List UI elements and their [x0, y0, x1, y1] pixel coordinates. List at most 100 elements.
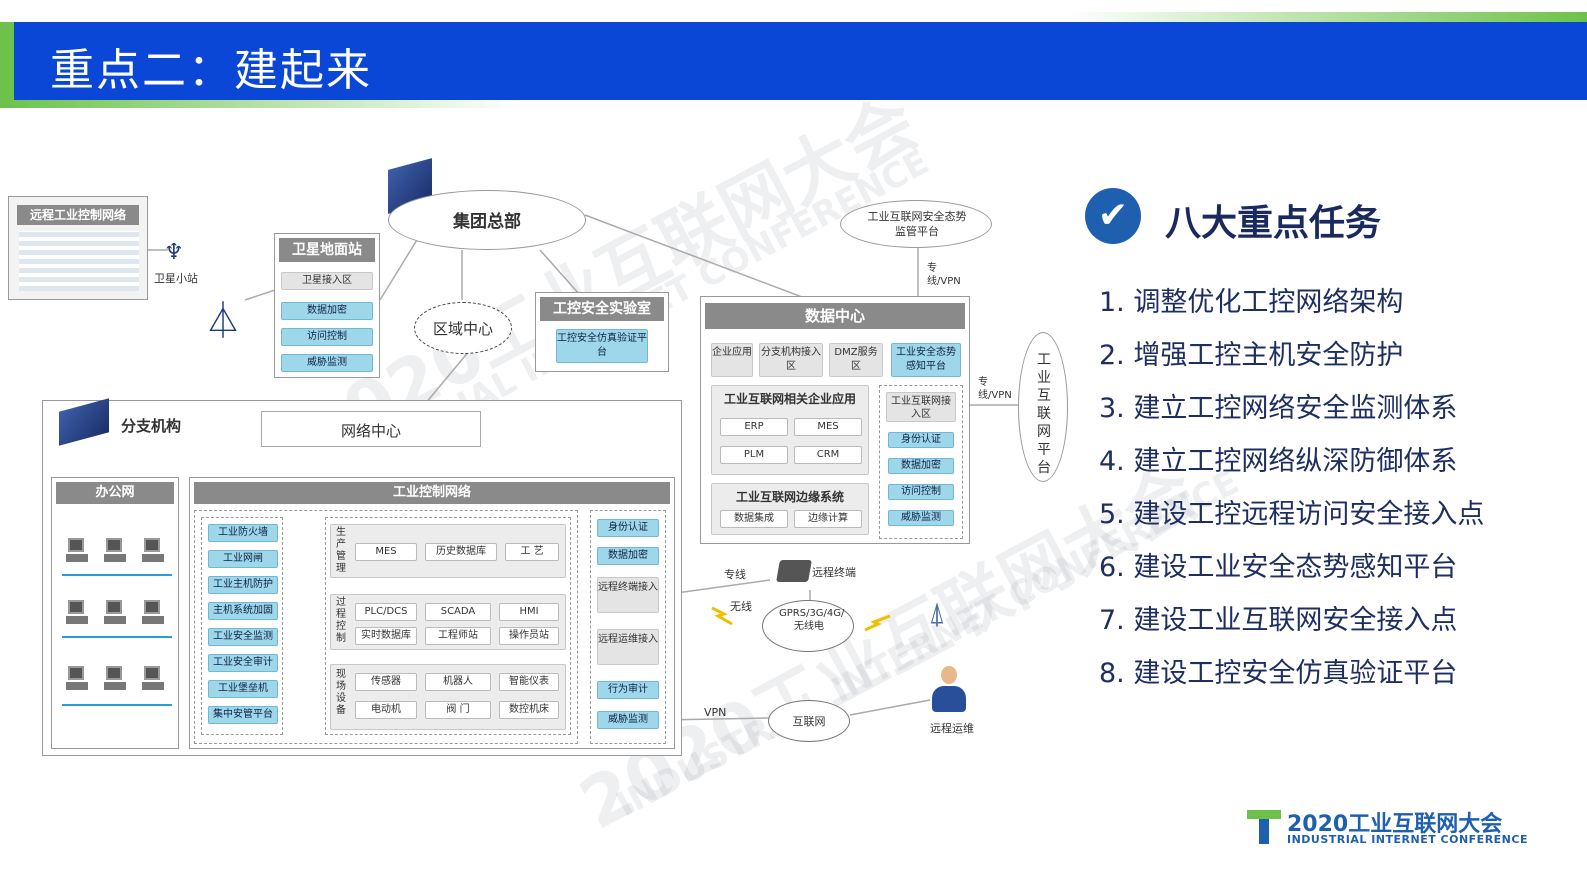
task-item: 5. 建设工控远程访问安全接入点	[1099, 499, 1485, 530]
valve: 阀 门	[425, 701, 491, 719]
security-monitoring: 工业安全监测	[208, 628, 278, 646]
ics-network-box: 工业控制网络 工业防火墙 工业网闸 工业主机防护 主机系统加固 工业安全监测 工…	[189, 477, 675, 749]
satellite-ground-title: 卫星地面站	[279, 238, 375, 262]
dedicated-line-label: 专线	[724, 568, 746, 581]
region-center-label: 区域中心	[432, 320, 493, 338]
motor: 电动机	[355, 701, 417, 719]
security-lab-title: 工控安全实验室	[540, 297, 664, 321]
satellite-station-label: 卫星小站	[154, 272, 198, 285]
right-security-col: 身份认证 数据加密 远程终端接入 远程运维接入 行为审计 威胁监测	[590, 510, 666, 744]
mes: MES	[794, 418, 862, 436]
monitor-platform-label: 工业互联网安全态势监管平台	[867, 210, 967, 238]
situation-awareness-platform: 工业安全态势感知平台	[891, 343, 961, 377]
threat-monitoring: 威胁监测	[888, 510, 954, 526]
threat-monitoring: 威胁监测	[597, 711, 659, 729]
computer-icon	[140, 536, 166, 566]
access-control: 访问控制	[888, 484, 954, 500]
branch-label: 分支机构	[121, 417, 182, 435]
apps-title: 工业互联网相关企业应用	[723, 392, 856, 406]
edge-computing: 边缘计算	[794, 510, 862, 528]
computer-icon	[64, 536, 90, 566]
data-integration: 数据集成	[720, 510, 788, 528]
plm: PLM	[720, 446, 788, 464]
process-label: 过程控制	[336, 597, 346, 644]
realtime-db: 实时数据库	[355, 627, 417, 645]
apps-group: 工业互联网相关企业应用 ERP MES PLM CRM	[711, 385, 869, 475]
cnc-machine: 数控机床	[499, 701, 559, 719]
building-icon	[59, 398, 109, 446]
tower-icon: ⍋	[928, 596, 946, 631]
network-center-label: 网络中心	[340, 422, 401, 440]
threat-monitoring: 威胁监测	[281, 354, 373, 372]
data-encryption: 数据加密	[281, 302, 373, 320]
process-level: 过程控制 PLC/DCS SCADA HMI 实时数据库 工程师站 操作员站	[330, 594, 566, 650]
page-title: 重点二：建起来	[50, 45, 372, 96]
iip-node: 工业互联网平台	[1018, 332, 1068, 482]
erp: ERP	[720, 418, 788, 436]
computer-icon	[140, 664, 166, 694]
crm: CRM	[794, 446, 862, 464]
host-protection: 工业主机防护	[208, 576, 278, 594]
network-thumbnail	[19, 231, 139, 291]
tasks-heading: 八大重点任务	[1165, 203, 1382, 244]
accent-bar	[0, 22, 14, 100]
header-banner: 重点二：建起来	[0, 12, 1587, 108]
ics-network-title: 工业控制网络	[194, 482, 670, 504]
remote-terminal-access: 远程终端接入	[597, 577, 659, 613]
accent-line	[1067, 12, 1587, 22]
ics-levels: 生产管理 MES 历史数据库 工 艺 过程控制 PLC/DCS SCADA HM…	[325, 517, 571, 735]
satellite-access-zone: 卫星接入区	[281, 272, 373, 290]
user-icon	[932, 666, 966, 716]
robot: 机器人	[425, 673, 491, 691]
computer-icon	[140, 598, 166, 628]
antenna-icon: ♆	[164, 240, 184, 265]
router-icon	[776, 560, 812, 582]
remote-ics-title: 远程工业控制网络	[17, 205, 139, 225]
process-craft: 工 艺	[505, 543, 559, 561]
link-label: 专线/VPN	[927, 263, 961, 287]
vpn-label: VPN	[704, 706, 727, 719]
task-item: 7. 建设工业互联网安全接入点	[1099, 605, 1458, 636]
lan-line	[62, 574, 172, 577]
task-item: 8. 建设工控安全仿真验证平台	[1099, 658, 1458, 689]
operator-station: 操作员站	[499, 627, 559, 645]
lan-line	[62, 704, 172, 707]
iip-access-group: 工业互联网接入区 身份认证 数据加密 访问控制 威胁监测	[879, 385, 963, 539]
host-hardening: 主机系统加固	[208, 602, 278, 620]
task-item: 3. 建立工控网络安全监测体系	[1099, 393, 1458, 424]
gprs-cloud: GPRS/3G/4G/无线电	[762, 600, 854, 652]
accent-line	[0, 100, 520, 108]
sensor: 传感器	[355, 673, 417, 691]
behavior-audit: 行为审计	[597, 681, 659, 699]
internet-cloud: 互联网	[768, 700, 850, 742]
wireless-label: 无线	[730, 600, 752, 613]
identity-auth: 身份认证	[597, 519, 659, 537]
task-item: 2. 增强工控主机安全防护	[1099, 340, 1404, 371]
field-label: 现场设备	[336, 669, 346, 716]
remote-ops-access: 远程运维接入	[597, 629, 659, 665]
computer-icon	[102, 536, 128, 566]
region-center-node: 区域中心	[414, 302, 512, 354]
central-management: 集中安管平台	[208, 706, 278, 724]
data-encryption: 数据加密	[597, 547, 659, 565]
task-item: 1. 调整优化工控网络架构	[1099, 287, 1404, 318]
access-control: 访问控制	[281, 328, 373, 346]
office-box: 办公网	[51, 477, 179, 749]
plc-dcs: PLC/DCS	[355, 603, 417, 621]
security-lab-box: 工控安全实验室 工控安全仿真验证平台	[535, 292, 669, 372]
remote-ops-label: 远程运维	[930, 722, 974, 735]
logo-mark	[1247, 810, 1281, 844]
task-item: 6. 建设工业安全态势感知平台	[1099, 552, 1458, 583]
identity-auth: 身份认证	[888, 432, 954, 448]
edge-title: 工业互联网边缘系统	[735, 490, 844, 504]
network-center-box: 网络中心	[261, 411, 481, 447]
scada: SCADA	[425, 603, 491, 621]
iip-access-zone: 工业互联网接入区	[886, 392, 956, 422]
dmz-zone: DMZ服务区	[829, 343, 883, 377]
remote-terminal-label: 远程终端	[812, 566, 856, 579]
production-level: 生产管理 MES 历史数据库 工 艺	[330, 524, 566, 578]
lan-line	[62, 636, 172, 639]
link-label: 专线/VPN	[978, 377, 1012, 401]
industrial-gatekeeper: 工业网闸	[208, 550, 278, 568]
smart-meter: 智能仪表	[499, 673, 559, 691]
